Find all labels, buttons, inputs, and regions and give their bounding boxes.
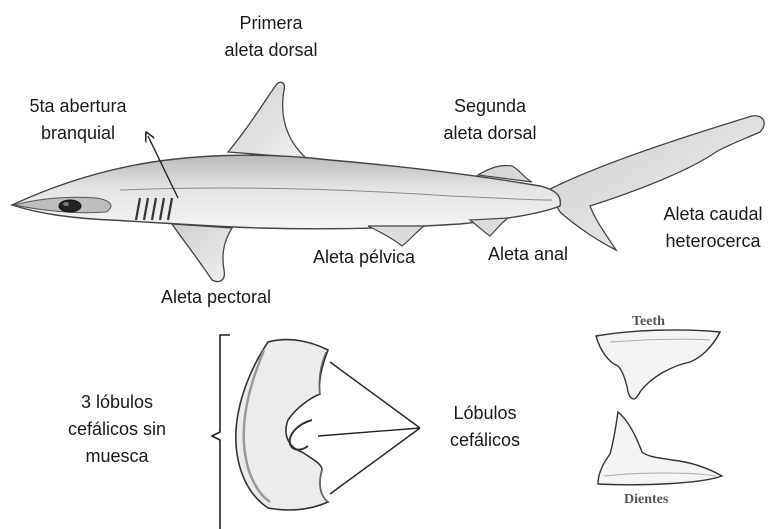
label-cephalic-lobes-line1: Lóbulos (420, 400, 550, 427)
label-lobes-no-notch-line2: cefálicos sin (32, 416, 202, 443)
label-cephalic-lobes-line2: cefálicos (420, 427, 550, 454)
shark-body (12, 155, 560, 229)
pelvic-fin (368, 226, 424, 246)
bracket (212, 335, 230, 529)
label-caudal-fin: Aleta caudal heterocerca (646, 201, 780, 255)
label-fifth-gill-line2: branquial (8, 120, 148, 147)
label-caudal-line2: heterocerca (646, 228, 780, 255)
first-dorsal-fin (228, 82, 306, 158)
label-anal-fin: Aleta anal (468, 241, 588, 268)
label-teeth-es: Dientes (624, 492, 668, 508)
anal-fin (470, 218, 508, 236)
label-pelvic-fin: Aleta pélvica (294, 244, 434, 271)
label-lobes-no-notch-line3: muesca (32, 443, 202, 470)
teeth-illustration (596, 330, 722, 485)
label-fifth-gill-line1: 5ta abertura (8, 93, 148, 120)
label-caudal-line1: Aleta caudal (646, 201, 780, 228)
label-teeth-en: Teeth (632, 314, 665, 330)
label-lobes-no-notch: 3 lóbulos cefálicos sin muesca (32, 389, 202, 470)
shark-eye (59, 200, 81, 212)
label-first-dorsal-line2: aleta dorsal (201, 37, 341, 64)
cephalic-lobes-illustration (236, 340, 328, 510)
label-lobes-no-notch-line1: 3 lóbulos (32, 389, 202, 416)
label-second-dorsal-line1: Segunda (420, 93, 560, 120)
label-cephalic-lobes: Lóbulos cefálicos (420, 400, 550, 454)
label-pectoral-fin: Aleta pectoral (136, 284, 296, 311)
label-second-dorsal-line2: aleta dorsal (420, 120, 560, 147)
label-fifth-gill-slit: 5ta abertura branquial (8, 93, 148, 147)
pectoral-fin (172, 224, 232, 282)
lobe-pointer-lines (318, 362, 420, 494)
label-first-dorsal-fin: Primera aleta dorsal (201, 10, 341, 64)
label-second-dorsal-fin: Segunda aleta dorsal (420, 93, 560, 147)
label-first-dorsal-line1: Primera (201, 10, 341, 37)
